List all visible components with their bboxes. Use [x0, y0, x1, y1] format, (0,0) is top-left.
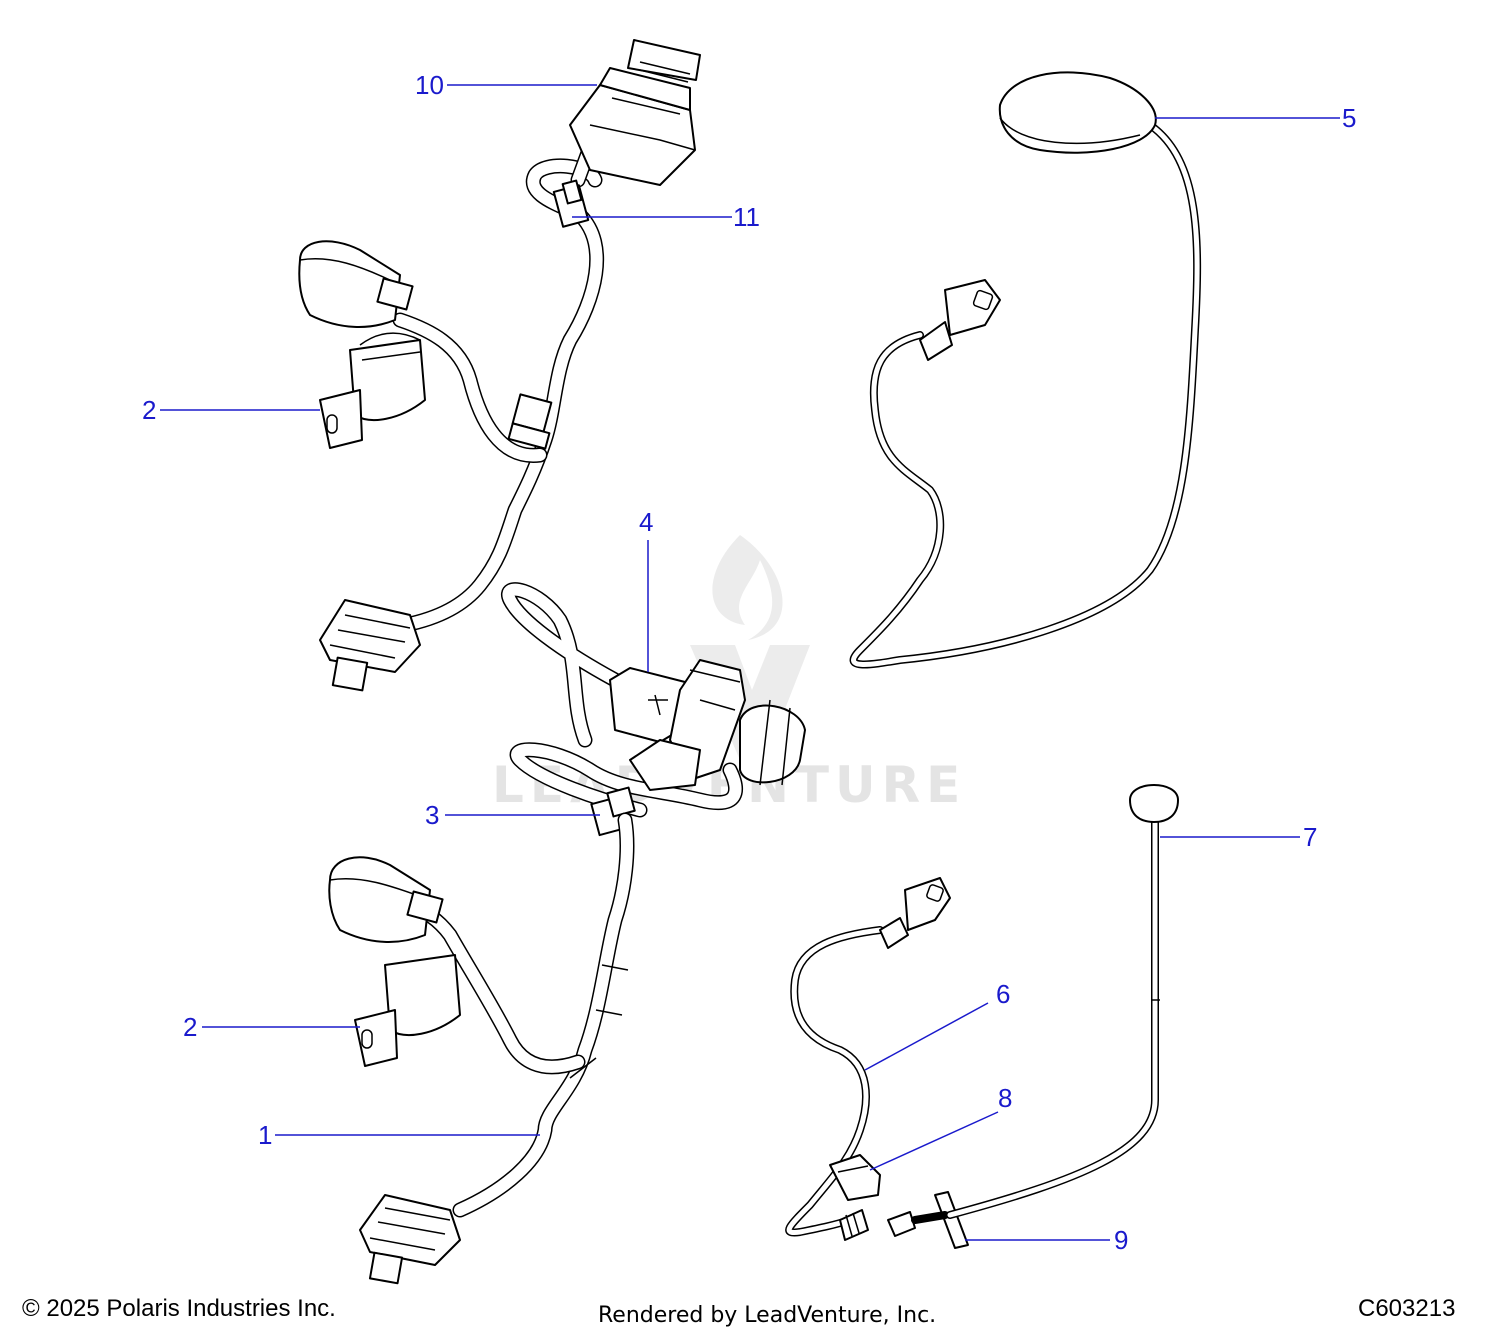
plug-2-upper	[298, 240, 426, 449]
callout-7: 7	[1303, 822, 1317, 852]
antenna-mast-7	[946, 784, 1179, 1219]
callout-10: 10	[415, 70, 444, 100]
callout-labels: 10 11 5 2 4 3 7 6 2 8 1 9	[142, 70, 1356, 1255]
callout-3: 3	[425, 800, 439, 830]
leader-6	[864, 1002, 989, 1071]
callout-5: 5	[1342, 103, 1356, 133]
connector-upper-bottom	[319, 599, 421, 692]
sensor-9	[887, 1191, 969, 1249]
watermark-flame-logo	[712, 535, 783, 640]
antenna-5	[849, 71, 1202, 669]
callout-9: 9	[1114, 1225, 1128, 1255]
callout-2b: 2	[183, 1012, 197, 1042]
harness-6	[785, 877, 951, 1241]
rendered-by-text: Rendered by LeadVenture, Inc.	[598, 1303, 936, 1328]
callout-1: 1	[258, 1120, 272, 1150]
callout-8: 8	[998, 1083, 1012, 1113]
callout-11: 11	[733, 202, 760, 232]
footer: © 2025 Polaris Industries Inc. Rendered …	[22, 1295, 1455, 1328]
plug-2-lower	[328, 856, 461, 1067]
leader-8	[869, 1111, 999, 1171]
callout-6: 6	[996, 979, 1010, 1009]
usb-module-4	[501, 582, 806, 818]
clip-11	[552, 179, 590, 228]
leader-lines	[160, 84, 1340, 1241]
callout-2a: 2	[142, 395, 156, 425]
diagram-code: C603213	[1358, 1295, 1455, 1322]
harness-band-clip	[507, 393, 553, 450]
copyright-text: © 2025 Polaris Industries Inc.	[22, 1295, 336, 1322]
callout-4: 4	[639, 507, 653, 537]
clip-3	[590, 786, 636, 837]
clip-8	[829, 1154, 881, 1201]
connector-lower-bottom	[359, 1194, 461, 1285]
connector-10	[569, 39, 701, 186]
